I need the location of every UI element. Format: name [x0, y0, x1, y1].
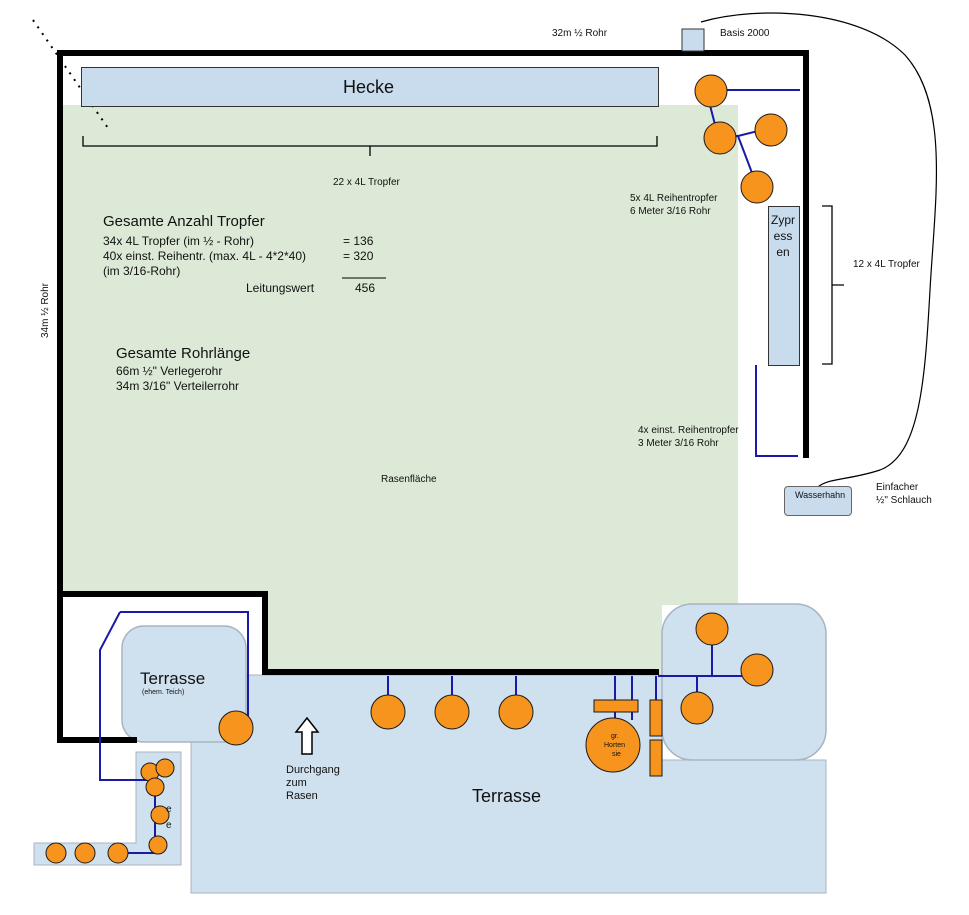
pipes-line2: 34m 3/16" Verteilerrohr [116, 379, 239, 393]
summary-title: Gesamte Anzahl Tropfer [103, 213, 265, 230]
row-drippers-5-label: 5x 4L Reihentropfer [630, 193, 718, 204]
plant-circle [74, 842, 96, 864]
passage-label-3: Rasen [286, 790, 318, 802]
passage-label-2: zum [286, 777, 307, 789]
summary-line3: (im 3/16-Rohr) [103, 264, 181, 278]
plant-circle [434, 694, 470, 730]
plant-circle [155, 758, 175, 778]
plant-circle [218, 710, 254, 746]
hose-label-2: ½" Schlauch [876, 495, 932, 506]
strip-letter-2: e [166, 820, 172, 831]
planter-bar [649, 699, 663, 737]
hedge-label: Hecke [343, 77, 395, 97]
up-arrow-icon [294, 716, 320, 755]
teich-terrace [121, 625, 247, 743]
summary-total-label: Leitungswert [246, 281, 315, 295]
plant-circle [45, 842, 67, 864]
plant-circle [148, 835, 168, 855]
plant-circle [740, 170, 774, 204]
pipe-34m-label: 34m ½ Rohr [40, 282, 52, 339]
plant-circle [150, 805, 170, 825]
hose-label-1: Einfacher [876, 482, 919, 493]
pipes-line1: 66m ½" Verlegerohr [116, 364, 223, 378]
faucet-box [784, 486, 852, 516]
plant-circle [754, 113, 788, 147]
hedge-bracket [82, 136, 658, 156]
summary-value2: = 320 [343, 249, 374, 263]
planter-bar [593, 699, 639, 713]
zypressen-label: Zypressen [771, 213, 795, 259]
plant-circle [740, 653, 774, 687]
planters [593, 699, 663, 777]
plant-circle [703, 121, 737, 155]
basis-label: Basis 2000 [720, 28, 770, 39]
planter-bar [649, 739, 663, 777]
drippers-22-label: 22 x 4L Tropfer [333, 177, 400, 188]
plant-circle [498, 694, 534, 730]
walls [57, 50, 809, 743]
plant-circle [107, 842, 129, 864]
plant-circle [145, 777, 165, 797]
plant-circle [370, 694, 406, 730]
garden-hose [700, 12, 938, 488]
drippers-12-label: 12 x 4L Tropfer [853, 259, 920, 270]
plant-circle [694, 74, 728, 108]
dotted-line [32, 19, 109, 129]
strip-letter-1: e [166, 804, 172, 815]
summary-line1: 34x 4L Tropfer (im ½ - Rohr) [103, 234, 254, 248]
pipe-3m-label: 3 Meter 3/16 Rohr [638, 438, 719, 449]
passage-label-1: Durchgang [286, 764, 340, 776]
teich-note: (ehem. Teich) [142, 689, 185, 696]
pipe-6m-label: 6 Meter 3/16 Rohr [630, 206, 711, 217]
plant-circle [695, 612, 729, 646]
plant-circle [585, 717, 641, 773]
hedge-box [81, 67, 659, 107]
hydrangea-label-2: Horten [604, 742, 626, 749]
basis-pump [681, 28, 705, 52]
summary-line2: 40x einst. Reihentr. (max. 4L - 4*2*40) [103, 249, 306, 263]
zypressen-bracket [822, 205, 844, 365]
pipes-title: Gesamte Rohrlänge [116, 345, 251, 362]
lawn-label: Rasenfläche [381, 474, 437, 485]
row-drippers-4-label: 4x einst. Reihentropfer [638, 425, 739, 436]
main-terrace-label: Terrasse [472, 786, 542, 806]
teich-terrace-label: Terrasse [140, 669, 206, 688]
lawn-area [60, 105, 738, 675]
summary-value1: = 136 [343, 234, 374, 248]
hydrangea-label-3: sie [612, 751, 621, 758]
summary-total-value: 456 [355, 281, 376, 295]
pipe-32m-label: 32m ½ Rohr [552, 28, 608, 39]
zypressen-box [768, 206, 800, 366]
plant-circle [680, 691, 714, 725]
faucet-label: Wasserhahn [795, 490, 846, 500]
hydrangea-label-1: gr. [611, 733, 619, 740]
